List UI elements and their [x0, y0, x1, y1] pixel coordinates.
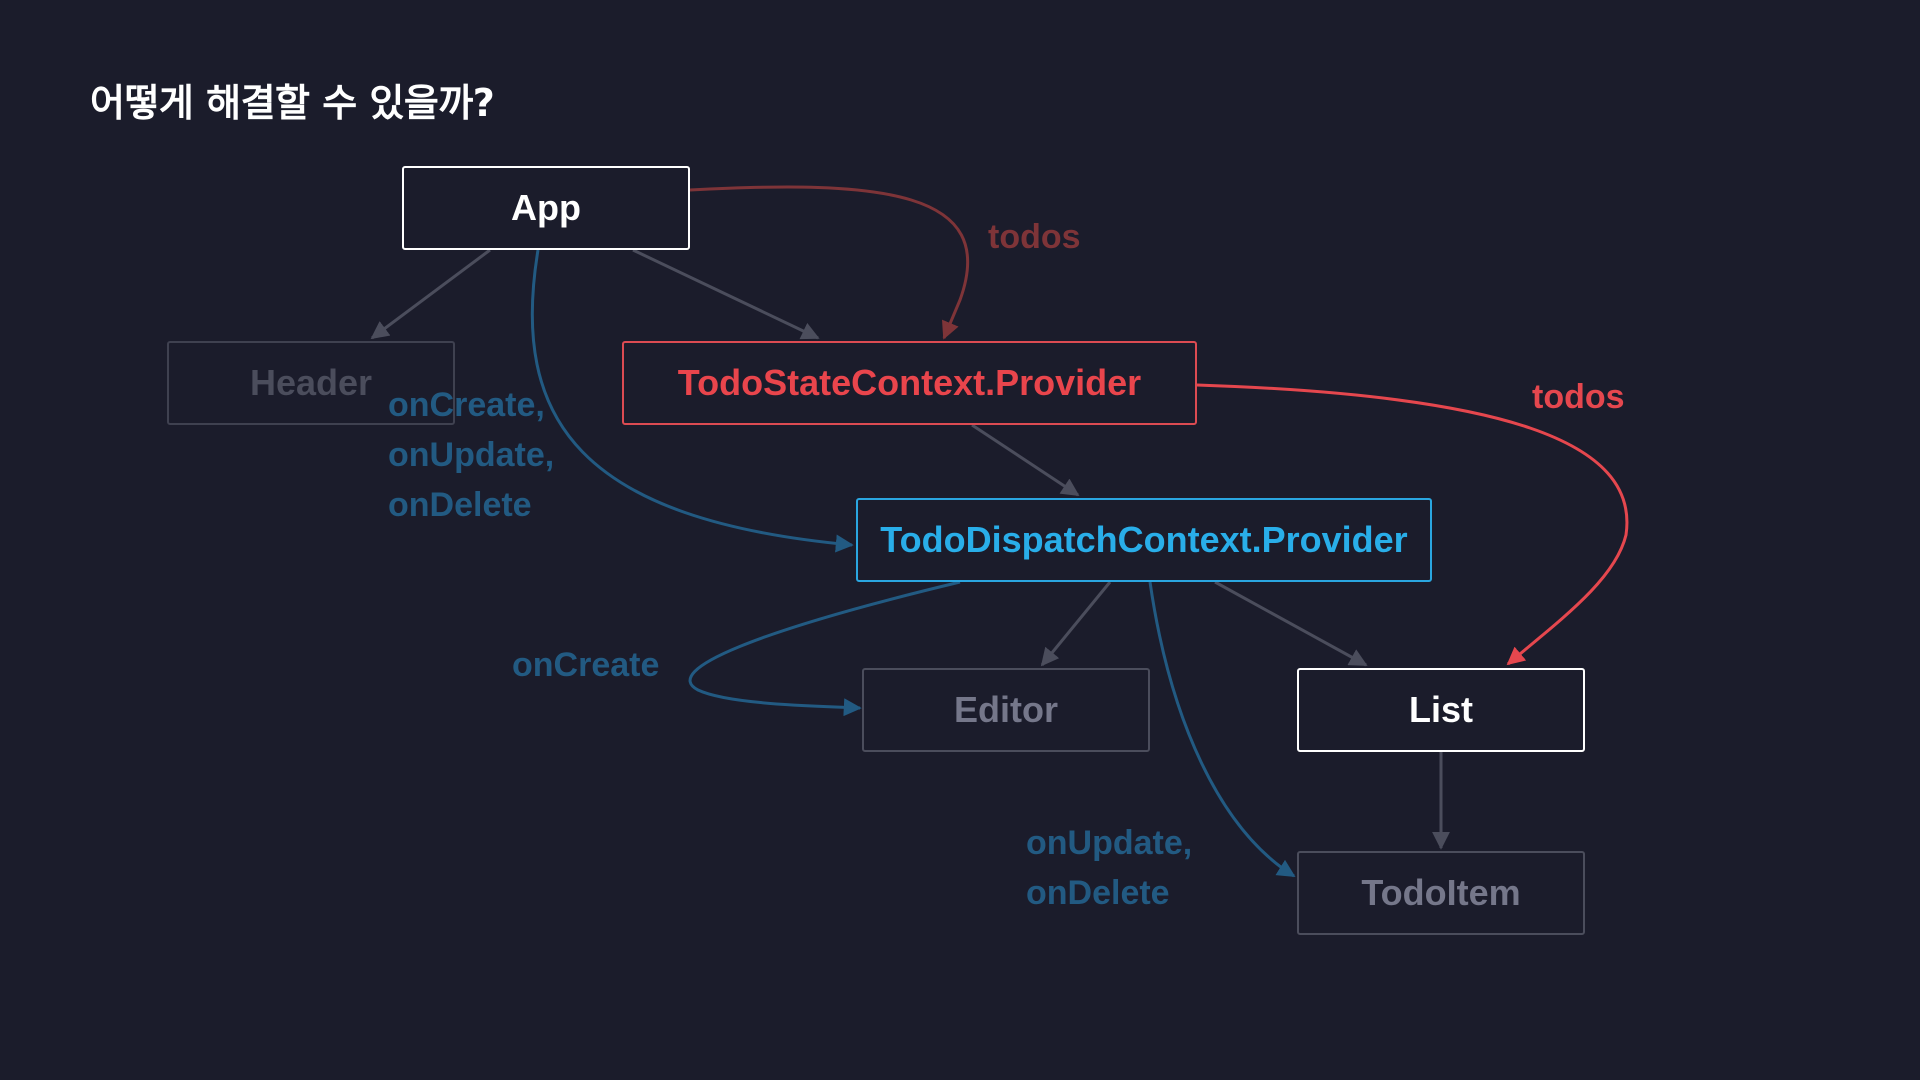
- node-todo-state-provider: TodoStateContext.Provider: [622, 341, 1197, 425]
- edge-app-header: [370, 248, 491, 340]
- label-app-dispatch-props: onCreate, onUpdate, onDelete: [388, 386, 555, 524]
- edge-app-state-todos: [689, 185, 970, 340]
- node-editor: Editor: [862, 668, 1150, 752]
- node-header: Header: [167, 341, 455, 425]
- edge-app-dispatch-props: [530, 249, 854, 553]
- slide-title: 어떻게 해결할 수 있을까?: [90, 81, 495, 125]
- edge-app-state: [632, 248, 820, 340]
- edge-dispatch-list: [1214, 580, 1368, 667]
- label-item-props: onUpdate, onDelete: [1026, 824, 1193, 912]
- edge-dispatch-editor: [1040, 581, 1112, 667]
- edge-state-list-todos: [1196, 383, 1629, 666]
- label-editor-prop: onCreate: [512, 646, 660, 684]
- label-todos-right: todos: [1532, 378, 1625, 416]
- node-todo-item: TodoItem: [1297, 851, 1585, 935]
- node-todo-dispatch-provider: TodoDispatchContext.Provider: [856, 498, 1432, 582]
- edge-dispatch-editor-prop: [688, 580, 961, 717]
- label-todos-top: todos: [988, 218, 1081, 256]
- node-app: App: [402, 166, 690, 250]
- edge-state-dispatch: [971, 423, 1080, 497]
- edge-dispatch-item-props: [1148, 581, 1296, 878]
- node-list: List: [1297, 668, 1585, 752]
